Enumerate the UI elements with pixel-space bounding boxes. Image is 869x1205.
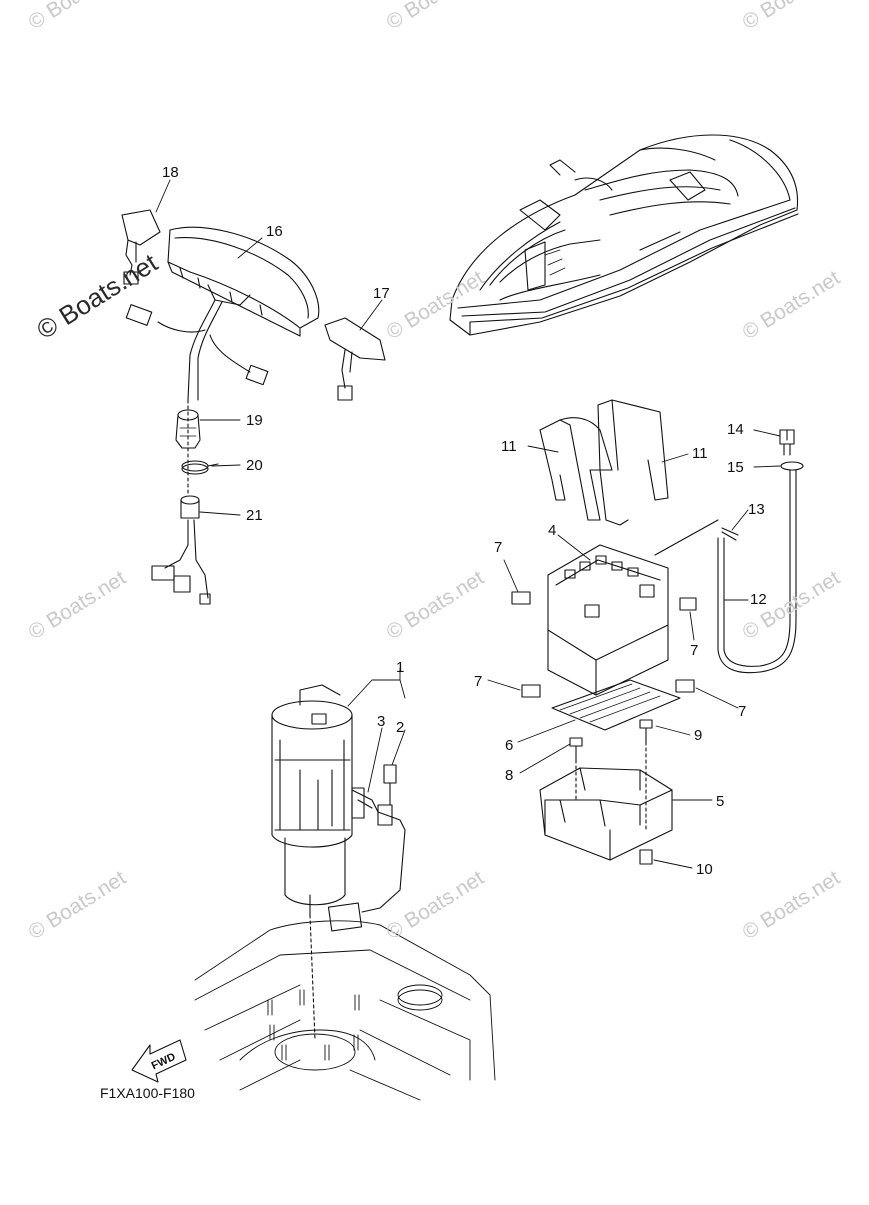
fitting-14 bbox=[779, 429, 795, 456]
callout-18: 18 bbox=[162, 164, 179, 181]
callout-9: 9 bbox=[694, 727, 702, 744]
callout-12: 12 bbox=[750, 591, 767, 608]
callout-labels: 1 2 3 4 5 6 7 7 7 7 8 9 10 11 11 12 13 1… bbox=[162, 164, 767, 878]
watermark: © Boats.net bbox=[382, 566, 488, 644]
callout-1: 1 bbox=[396, 659, 404, 676]
clip-13 bbox=[721, 527, 739, 541]
diagram-code: F1XA100-F180 bbox=[100, 1085, 195, 1101]
mat-6 bbox=[551, 679, 681, 731]
meter-assembly-16 bbox=[125, 226, 320, 401]
battery-bands-11 bbox=[539, 399, 669, 526]
watermark-big: © Boats.net bbox=[31, 247, 163, 345]
callout-3: 3 bbox=[377, 713, 385, 730]
callout-21: 21 bbox=[246, 507, 263, 524]
callout-10: 10 bbox=[696, 861, 713, 878]
callout-11a: 11 bbox=[501, 438, 517, 455]
clamp-15 bbox=[780, 461, 804, 471]
callout-19: 19 bbox=[246, 412, 263, 429]
pad-7a bbox=[511, 591, 531, 605]
watercraft-illustration bbox=[449, 134, 799, 336]
callout-2: 2 bbox=[396, 719, 404, 736]
fuel-pump-1 bbox=[271, 684, 406, 1041]
cap-21 bbox=[151, 495, 211, 605]
callout-5: 5 bbox=[716, 793, 724, 810]
callout-11b: 11 bbox=[692, 445, 708, 462]
switch-18 bbox=[121, 209, 161, 285]
fuel-tank-outline bbox=[194, 920, 496, 1101]
fwd-arrow bbox=[131, 1039, 187, 1083]
watermark: © Boats.net bbox=[24, 566, 130, 644]
pad-7c bbox=[521, 684, 541, 698]
watermark: © Boats.net bbox=[738, 0, 844, 34]
callout-7a: 7 bbox=[494, 539, 502, 556]
leader-lines bbox=[155, 179, 781, 869]
callout-8: 8 bbox=[505, 767, 513, 784]
callout-13: 13 bbox=[748, 501, 765, 518]
battery-box-5 bbox=[539, 767, 673, 861]
callout-6: 6 bbox=[505, 737, 513, 754]
battery-4 bbox=[547, 544, 669, 696]
callout-7d: 7 bbox=[738, 703, 746, 720]
bolt-8 bbox=[569, 737, 583, 801]
callout-20: 20 bbox=[246, 457, 263, 474]
callout-7b: 7 bbox=[690, 642, 698, 659]
watermark: © Boats.net bbox=[382, 266, 488, 344]
nut-10 bbox=[639, 849, 653, 865]
callout-16: 16 bbox=[266, 223, 283, 240]
callout-7c: 7 bbox=[474, 673, 482, 690]
callout-17: 17 bbox=[373, 285, 390, 302]
bolt-9 bbox=[639, 719, 653, 831]
pad-7d bbox=[675, 679, 695, 693]
fwd-label: FWD bbox=[150, 1051, 178, 1072]
watermark: © Boats.net bbox=[382, 0, 488, 34]
watermark: © Boats.net bbox=[24, 0, 130, 34]
watermark: © Boats.net bbox=[738, 266, 844, 344]
watermark: © Boats.net bbox=[738, 866, 844, 944]
callout-4: 4 bbox=[548, 522, 556, 539]
callout-14: 14 bbox=[727, 421, 744, 438]
vent-hose-12 bbox=[654, 469, 797, 674]
switch-17 bbox=[324, 317, 386, 401]
watermark: © Boats.net bbox=[24, 866, 130, 944]
watermark: © Boats.net bbox=[382, 866, 488, 944]
clamp-20 bbox=[181, 460, 219, 475]
callout-15: 15 bbox=[727, 459, 744, 476]
pad-7b bbox=[679, 597, 697, 611]
